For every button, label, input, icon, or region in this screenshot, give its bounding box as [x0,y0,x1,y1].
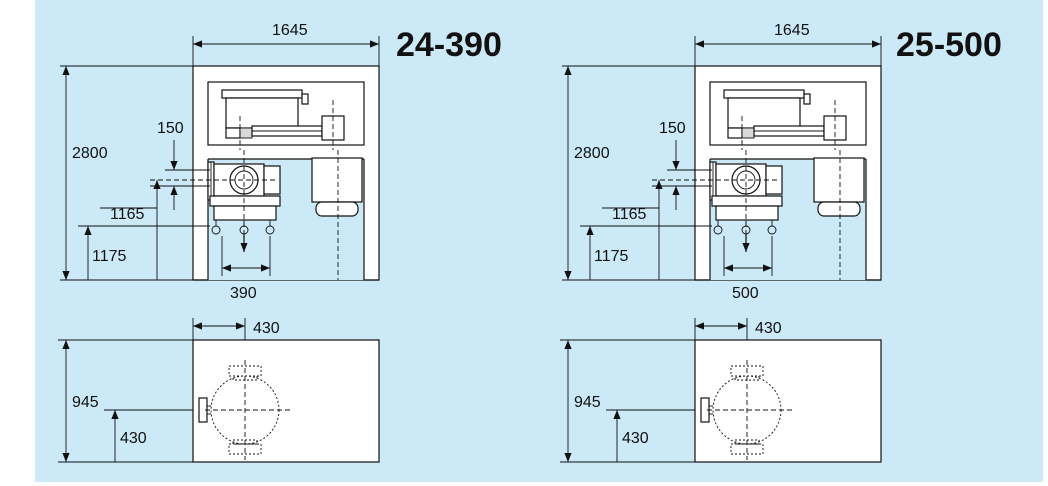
dim-1165-label: 1165 [110,206,145,223]
dim-150-label: 150 [157,120,184,137]
width-label: 1645 [774,22,810,39]
dim-1175-label: 1175 [594,248,629,265]
plan-center-label: 430 [622,430,649,447]
plan-depth-label: 945 [574,394,601,411]
height-label: 2800 [72,145,108,162]
model-label: 24-390 [396,26,502,64]
model-label: 25-500 [896,26,1002,64]
wheel-spacing-label: 390 [230,285,257,302]
height-label: 2800 [574,145,610,162]
width-label: 1645 [272,22,308,39]
plan-depth-label: 945 [72,394,99,411]
wheel-spacing-label: 500 [732,285,759,302]
dim-1175-label: 1175 [92,248,127,265]
plan-center-label: 430 [120,430,147,447]
dim-1165-label: 1165 [612,206,647,223]
dim-150-label: 150 [659,120,686,137]
plan-offset-label: 430 [253,320,280,337]
plan-offset-label: 430 [755,320,782,337]
